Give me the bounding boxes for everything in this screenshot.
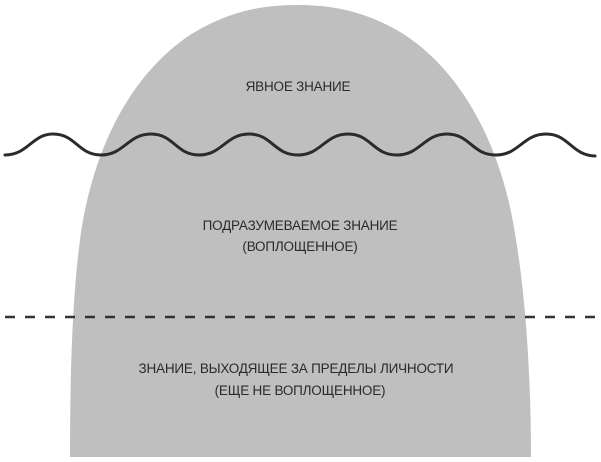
transpersonal-knowledge-sublabel: (ЕЩЕ НЕ ВОПЛОЩЕННОЕ)	[215, 383, 386, 398]
tacit-knowledge-label: ПОДРАЗУМЕВАЕМОЕ ЗНАНИЕ	[203, 218, 398, 233]
tacit-knowledge-sublabel: (ВОПЛОЩЕННОЕ)	[242, 239, 357, 254]
iceberg-shape	[70, 5, 531, 457]
waterline-wave	[3, 132, 597, 158]
explicit-knowledge-label: ЯВНОЕ ЗНАНИЕ	[246, 79, 351, 94]
transpersonal-knowledge-label: ЗНАНИЕ, ВЫХОДЯЩЕЕ ЗА ПРЕДЕЛЫ ЛИЧНОСТИ	[139, 361, 454, 376]
